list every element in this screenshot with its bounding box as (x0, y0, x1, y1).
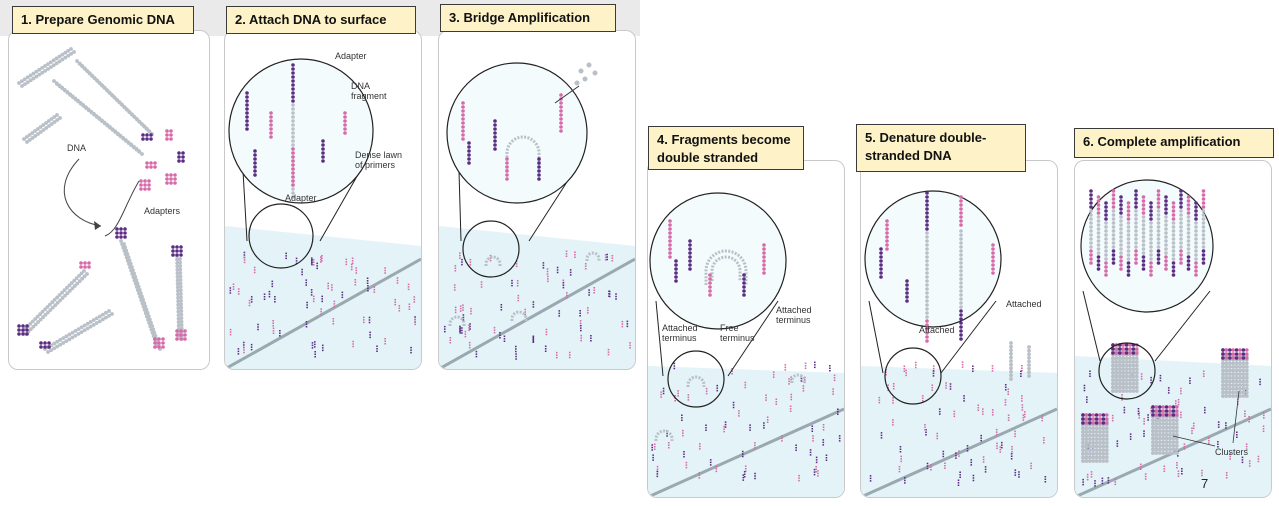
panel-bridge-amplification (438, 30, 636, 370)
flow-cell-surface (439, 226, 635, 369)
panel-complete-amplification: Clusters (1074, 160, 1272, 498)
step-4-title-line1: 4. Fragments become (657, 132, 791, 147)
zoom-line-right (319, 170, 361, 242)
zoom-contents (1089, 189, 1206, 277)
zoom-circle (864, 190, 1002, 328)
zoom-origin-circle (248, 203, 314, 269)
arrow-adapters (104, 180, 140, 237)
label-dense-lawn-2: of primers (355, 160, 396, 170)
zoom-contents (668, 219, 766, 297)
zoom-contents (245, 63, 347, 199)
step-3-title-text: 3. Bridge Amplification (449, 10, 591, 25)
panel-5-illustration: Attached Attached (861, 190, 1057, 497)
step-5-title-line2: stranded DNA (865, 148, 952, 163)
step-3-title: 3. Bridge Amplification (440, 4, 616, 32)
zoom-circle (228, 58, 374, 204)
surface-edge (225, 257, 421, 369)
arrow-head-dna (94, 221, 101, 230)
zoom-circle (1080, 179, 1214, 313)
zoom-circle (446, 62, 588, 204)
label-dense-lawn-1: Dense lawn (355, 150, 402, 160)
label-adapter-top: Adapter (335, 51, 367, 61)
panel-attach-dna-surface: Adapter DNA fragment Dense lawn of prime… (224, 30, 422, 370)
zoom-line-left (868, 300, 884, 374)
clusters-pointer-1 (1172, 435, 1216, 447)
label-dna-fragment-2: fragment (351, 91, 387, 101)
panel-6-illustration: Clusters (1075, 179, 1271, 497)
primer-lawn (869, 341, 1047, 486)
label-adapters: Adapters (144, 206, 181, 216)
label-attached-right: Attached (1006, 299, 1042, 309)
surface-edge (648, 407, 844, 497)
panel-prepare-genomic-dna: DNA Adapters (8, 30, 210, 370)
primer-lawn (651, 361, 841, 482)
step-6-title: 6. Complete amplification (1074, 128, 1274, 158)
zoom-line-right (1154, 290, 1211, 362)
label-attached-left: Attached (919, 325, 955, 335)
surface-edge (439, 257, 635, 369)
label-dna-fragment-1: DNA (351, 81, 370, 91)
label-attached-terminus-1: Attached (662, 323, 698, 333)
step-1-title-text: 1. Prepare Genomic DNA (21, 12, 175, 27)
label-attached-terminus-r2: terminus (776, 315, 811, 325)
step-2-title-text: 2. Attach DNA to surface (235, 12, 387, 27)
step-6-title-text: 6. Complete amplification (1083, 134, 1241, 149)
panel-2-illustration: Adapter DNA fragment Dense lawn of prime… (225, 51, 421, 369)
arrow-dna (63, 158, 102, 227)
zoom-line-left (242, 170, 248, 242)
zoom-circle (649, 192, 787, 330)
step-1-title: 1. Prepare Genomic DNA (12, 6, 194, 34)
zoom-origin-circle (667, 350, 725, 408)
zoom-line-left (458, 170, 462, 242)
zoom-line-left (1082, 290, 1101, 362)
zoom-origin-circle (884, 347, 942, 405)
label-free-terminus-1: Free (720, 323, 739, 333)
step-4-title-line2: double stranded (657, 150, 759, 165)
label-free-terminus-2: terminus (720, 333, 755, 343)
panel-1-illustration: DNA Adapters (17, 47, 187, 354)
clusters-pointer-2 (1232, 390, 1240, 444)
panel-denature: Attached Attached (860, 160, 1058, 498)
free-nucleotides (574, 62, 598, 86)
panel-fragments-double-stranded: Attached terminus Free terminus Attached… (647, 160, 845, 498)
clusters (1081, 343, 1265, 487)
nucleotide-arrow (554, 85, 580, 104)
zoom-origin-circle (462, 220, 520, 278)
flow-cell-surface (648, 366, 844, 497)
step-5-title: 5. Denature double- stranded DNA (856, 124, 1026, 172)
primer-lawn (443, 250, 631, 360)
step-5-title-line1: 5. Denature double- (865, 130, 987, 145)
step-4-title: 4. Fragments become double stranded (648, 126, 804, 170)
step-2-title: 2. Attach DNA to surface (226, 6, 416, 34)
zoom-line-left (655, 300, 664, 377)
flow-cell-surface (861, 366, 1057, 497)
dna-strands (17, 47, 187, 354)
label-adapter-bottom: Adapter (285, 193, 317, 203)
primer-lawn (229, 251, 417, 358)
zoom-contents (461, 93, 563, 181)
panel-4-illustration: Attached terminus Free terminus Attached… (648, 192, 844, 497)
label-attached-terminus-r1: Attached (776, 305, 812, 315)
page-number: 7 (1201, 476, 1209, 491)
zoom-line-right (940, 300, 997, 374)
zoom-origin-circle (1098, 342, 1156, 400)
label-clusters: Clusters (1215, 447, 1249, 457)
panel-3-illustration (439, 62, 635, 369)
zoom-line-right (727, 300, 779, 377)
label-dna: DNA (67, 143, 86, 153)
label-attached-terminus-2: terminus (662, 333, 697, 343)
zoom-contents (879, 191, 995, 343)
